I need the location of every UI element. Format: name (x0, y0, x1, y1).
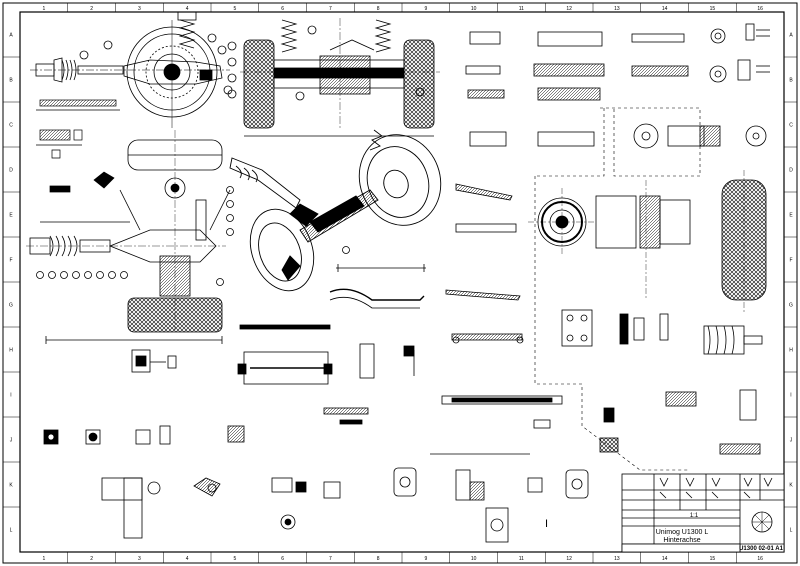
col-bottom-label: 5 (233, 556, 236, 562)
col-top-label: 13 (614, 6, 620, 12)
note-mark-i: I (545, 518, 548, 530)
col-top-label: 3 (138, 6, 141, 12)
rear-axle-plan-view (227, 18, 440, 137)
row-right-label: A (789, 33, 793, 39)
row-left-label: L (10, 528, 13, 534)
col-top-label: 6 (281, 6, 284, 12)
row-right-label: C (789, 123, 793, 129)
col-top-label: 15 (710, 6, 716, 12)
title-block-title-line1: Unimog U1300 L (656, 529, 709, 536)
col-bottom-label: 9 (424, 556, 427, 562)
title-block (621, 473, 785, 553)
frame-row-letters-left: A B C D E F G H I J K L (3, 33, 20, 534)
axle-front-view (26, 130, 234, 344)
title-block-scale: 1:1 (690, 513, 699, 519)
row-right-label: E (789, 213, 793, 219)
row-right-label: B (789, 78, 793, 84)
col-bottom-label: 8 (377, 556, 380, 562)
row-left-label: G (9, 303, 13, 309)
parts-right-middle (561, 309, 763, 455)
row-left-label: C (9, 123, 13, 129)
axle-side-view-details (36, 99, 120, 193)
col-top-label: 10 (471, 6, 477, 12)
wheel-detail (528, 170, 767, 312)
row-right-label: L (790, 528, 793, 534)
col-bottom-label: 10 (471, 556, 477, 562)
parts-top-right (465, 23, 770, 149)
isometric-axle-view (229, 129, 442, 292)
col-top-label: 11 (519, 6, 524, 12)
row-right-label: J (790, 438, 793, 444)
section-boundary-dashed-b (535, 108, 605, 177)
center-part-details (239, 183, 524, 344)
row-left-label: F (9, 258, 12, 264)
parts-lower-left (43, 343, 415, 539)
axle-side-view (30, 11, 233, 128)
col-top-label: 1 (42, 6, 45, 12)
col-top-label: 4 (186, 6, 189, 12)
row-right-label: K (789, 483, 793, 489)
col-top-label: 12 (566, 6, 572, 12)
section-boundary-dashed (534, 107, 701, 471)
row-right-label: F (789, 258, 792, 264)
row-right-label: D (789, 168, 793, 174)
row-left-label: D (9, 168, 13, 174)
col-bottom-label: 16 (757, 556, 763, 562)
col-bottom-label: 3 (138, 556, 141, 562)
col-top-label: 5 (233, 6, 236, 12)
row-left-label: E (9, 213, 13, 219)
row-left-label: A (9, 33, 13, 39)
col-bottom-label: 13 (614, 556, 620, 562)
col-bottom-label: 11 (519, 556, 524, 562)
col-top-label: 14 (662, 6, 668, 12)
col-bottom-label: 7 (329, 556, 332, 562)
col-bottom-label: 6 (281, 556, 284, 562)
col-bottom-label: 12 (566, 556, 572, 562)
col-bottom-label: 4 (186, 556, 189, 562)
frame-row-letters-right: A B C D E F G H I J K L (784, 33, 797, 534)
col-bottom-label: 1 (42, 556, 45, 562)
row-left-label: B (9, 78, 13, 84)
col-top-label: 9 (424, 6, 427, 12)
col-top-label: 8 (377, 6, 380, 12)
parts-lower-center (393, 395, 589, 543)
col-top-label: 2 (90, 6, 93, 12)
col-top-label: 7 (329, 6, 332, 12)
row-right-label: H (789, 348, 793, 354)
row-left-label: K (9, 483, 13, 489)
col-top-label: 16 (757, 6, 763, 12)
row-right-label: I (790, 393, 791, 399)
row-left-label: J (10, 438, 13, 444)
col-bottom-label: 15 (710, 556, 716, 562)
col-bottom-label: 2 (90, 556, 93, 562)
row-left-label: I (10, 393, 11, 399)
title-block-title-line2: Hinterachse (663, 537, 700, 544)
row-right-label: G (789, 303, 793, 309)
title-block-drawing-number: U1300 02-01 A1 (739, 546, 783, 552)
col-bottom-label: 14 (662, 556, 668, 562)
row-left-label: H (9, 348, 13, 354)
